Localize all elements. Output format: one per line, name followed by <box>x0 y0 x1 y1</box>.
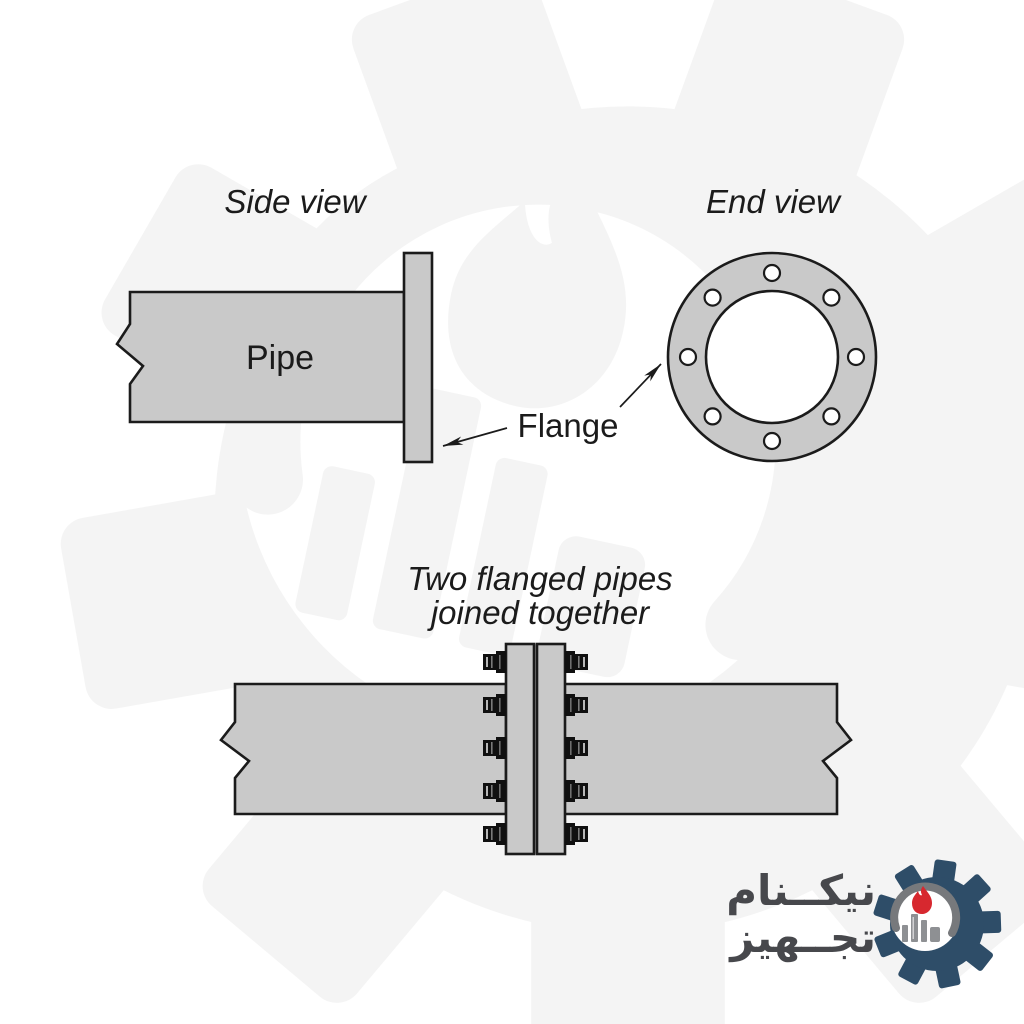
caption-line-1: Two flanged pipes <box>407 560 673 597</box>
bolt-hole <box>762 263 782 283</box>
pipe-label: Pipe <box>245 339 315 377</box>
flange-label: Flange <box>517 407 619 444</box>
end-view-title: End view <box>706 183 840 220</box>
bolt-right <box>565 694 588 716</box>
flange-plate-side-view <box>402 251 434 464</box>
bolt-left <box>483 737 506 759</box>
arrow-to-end-flange <box>619 363 662 408</box>
side-view-title: Side view <box>224 183 366 220</box>
arrow-to-side-flange <box>442 427 508 447</box>
flange-callout-arrows <box>442 363 662 447</box>
brand-name-line-1: نیکــنام <box>726 866 876 915</box>
bolt-left <box>483 823 506 845</box>
brand-name-line-2: تجــهیز <box>730 913 876 962</box>
bolt-right <box>565 651 588 673</box>
joined-pipes-caption: Two flanged pipes joined together <box>383 562 697 630</box>
flame-icon <box>912 886 932 914</box>
end-view-diagram <box>666 251 878 463</box>
joined-pipes-diagram <box>219 642 853 856</box>
bolt-hole <box>762 431 782 451</box>
swoosh-arc <box>890 882 961 937</box>
left-pipe <box>219 682 508 816</box>
brand-gear-icon <box>873 859 1002 989</box>
bolt-left <box>483 651 506 673</box>
bolt-right <box>565 737 588 759</box>
side-view-diagram <box>115 251 434 464</box>
bolt-left <box>483 694 506 716</box>
bolt-hole <box>822 407 841 426</box>
right-pipe <box>562 682 853 816</box>
bolt-hole <box>703 407 722 426</box>
bolt-left <box>483 780 506 802</box>
bolt-hole <box>703 288 722 307</box>
caption-line-2: joined together <box>430 594 650 631</box>
refinery-icon <box>902 914 940 942</box>
flange-ring-bore <box>704 289 840 425</box>
left-flange-plate <box>504 642 536 856</box>
bolt-right <box>565 823 588 845</box>
bolt-set <box>483 651 588 845</box>
bolt-hole <box>678 347 698 367</box>
bolt-hole <box>822 288 841 307</box>
bolt-right <box>565 780 588 802</box>
right-flange-plate <box>535 642 567 856</box>
pipe-side-view <box>115 290 406 424</box>
bolt-hole <box>846 347 866 367</box>
